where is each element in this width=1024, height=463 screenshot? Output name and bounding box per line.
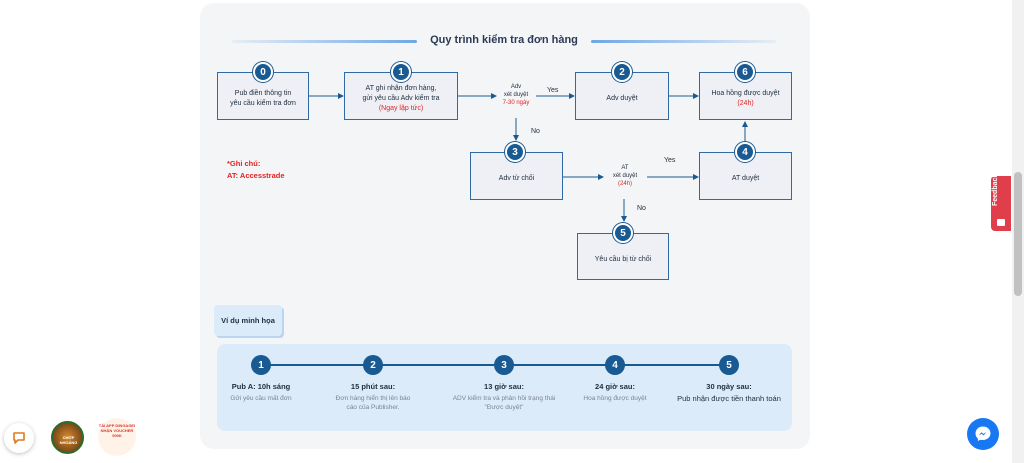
feedback-icon [997,219,1005,226]
step-5-badge: 5 [613,223,633,243]
step-2-line1: Adv duyệt [606,95,638,102]
timeline-dot-2: 2 [363,355,383,375]
timeline-step-5-desc: Pub nhận được tiền thanh toán [677,394,781,403]
step-3-badge: 3 [505,142,525,162]
timeline-step-1-title: Pub A: 10h sáng [231,382,291,391]
step-1-line2: gửi yêu cầu Adv kiểm tra [362,95,440,102]
promo-badge-app[interactable]: TẢI APP DINGAGEI NHẬN VOUCHER 500K [98,418,136,456]
section-title: Quy trình kiểm tra đơn hàng [430,34,578,46]
timeline-step-2-title: 15 phút sau: [350,382,396,391]
timeline-step-2-desc: Đơn hàng hiển thị lên báo cáo của Publis… [335,395,411,411]
yes-label-2: Yes [664,157,676,164]
no-label-2: No [637,205,646,212]
timeline-step-1: Pub A: 10h sáng Gửi yêu cầu mất đơn [201,382,321,403]
decision-at: AT xét duyệt (24h) [604,164,646,188]
timeline-step-4-title: 24 giờ sau: [595,382,635,391]
step-4-badge: 4 [735,142,755,162]
step-6-duration: (24h) [737,100,754,107]
promo-badge-flash[interactable]: CHỚP NHOÁNG [51,421,84,454]
chat-button[interactable] [4,423,34,453]
timeline-step-3-title: 13 giờ sau: [484,382,524,391]
timeline-step-4-desc: Hoa hồng được duyệt [583,395,647,402]
step-5-line1: Yêu cầu bị từ chối [594,255,652,263]
note-heading: *Ghi chú: [227,159,261,168]
step-6-line1: Hoa hồng được duyệt [711,90,780,97]
note-definition: AT: Accesstrade [227,171,285,180]
timeline-dot-5: 5 [719,355,739,375]
example-tag: Ví dụ minh họa [214,305,282,336]
timeline-step-1-desc: Gửi yêu cầu mất đơn [230,395,292,402]
step-2-badge: 2 [612,62,632,82]
example-timeline: 1 2 3 4 5 Pub A: 10h sáng Gửi yêu cầu mấ… [217,344,792,431]
timeline-step-4: 24 giờ sau: Hoa hồng được duyệt [555,382,675,403]
decision-at-line1: AT [621,165,629,171]
feedback-label: Feedback [992,173,999,206]
legend-note: *Ghi chú: AT: Accesstrade [227,158,285,182]
no-label-1: No [531,128,540,135]
messenger-icon [975,426,991,441]
timeline-step-5: 30 ngày sau: Pub nhận được tiền thanh to… [669,382,789,404]
decision-adv-duration: 7-30 ngày [502,100,530,106]
step-1-timing: (Ngay lập tức) [378,105,424,112]
timeline-step-5-title: 30 ngày sau: [706,382,752,391]
step-0-line1: Pub điền thông tin [234,90,292,97]
timeline-dot-3: 3 [494,355,514,375]
decision-at-line2: xét duyệt [612,173,638,179]
scrollbar-thumb[interactable] [1014,172,1022,296]
decision-adv: Adv xét duyệt 7-30 ngày [496,83,536,107]
timeline-dot-1: 1 [251,355,271,375]
step-4-line1: AT duyệt [731,175,760,182]
step-1-badge: 1 [391,62,411,82]
step-0-badge: 0 [253,62,273,82]
timeline-step-3: 13 giờ sau: ADV kiểm tra và phản hồi trạ… [444,382,564,412]
title-decoration-left [232,40,417,43]
step-6-badge: 6 [735,62,755,82]
step-1-line1: AT ghi nhận đơn hàng, [365,85,437,92]
decision-at-duration: (24h) [617,181,632,187]
title-decoration-right [591,40,776,43]
timeline-step-3-desc: ADV kiểm tra và phản hồi trạng thái "Đượ… [452,395,556,411]
page-scrollbar[interactable] [1012,0,1024,463]
messenger-button[interactable] [967,418,999,450]
step-3-line1: Adv từ chối [498,175,535,182]
step-0-line2: yêu cầu kiểm tra đơn [230,100,296,107]
promo-app-text: TẢI APP DINGAGEI NHẬN VOUCHER 500K [98,423,136,438]
chat-icon [13,432,25,444]
yes-label-1: Yes [547,87,559,94]
feedback-tab[interactable]: Feedback [991,173,1011,231]
decision-adv-line1: Adv [510,84,522,90]
timeline-step-2: 15 phút sau: Đơn hàng hiển thị lên báo c… [313,382,433,412]
timeline-dot-4: 4 [605,355,625,375]
promo-flash-text: CHỚP NHOÁNG [59,435,78,445]
section-title-row: Quy trình kiểm tra đơn hàng [232,33,776,49]
step-2-box: Adv duyệt [575,72,669,120]
decision-adv-line2: xét duyệt [503,92,529,98]
